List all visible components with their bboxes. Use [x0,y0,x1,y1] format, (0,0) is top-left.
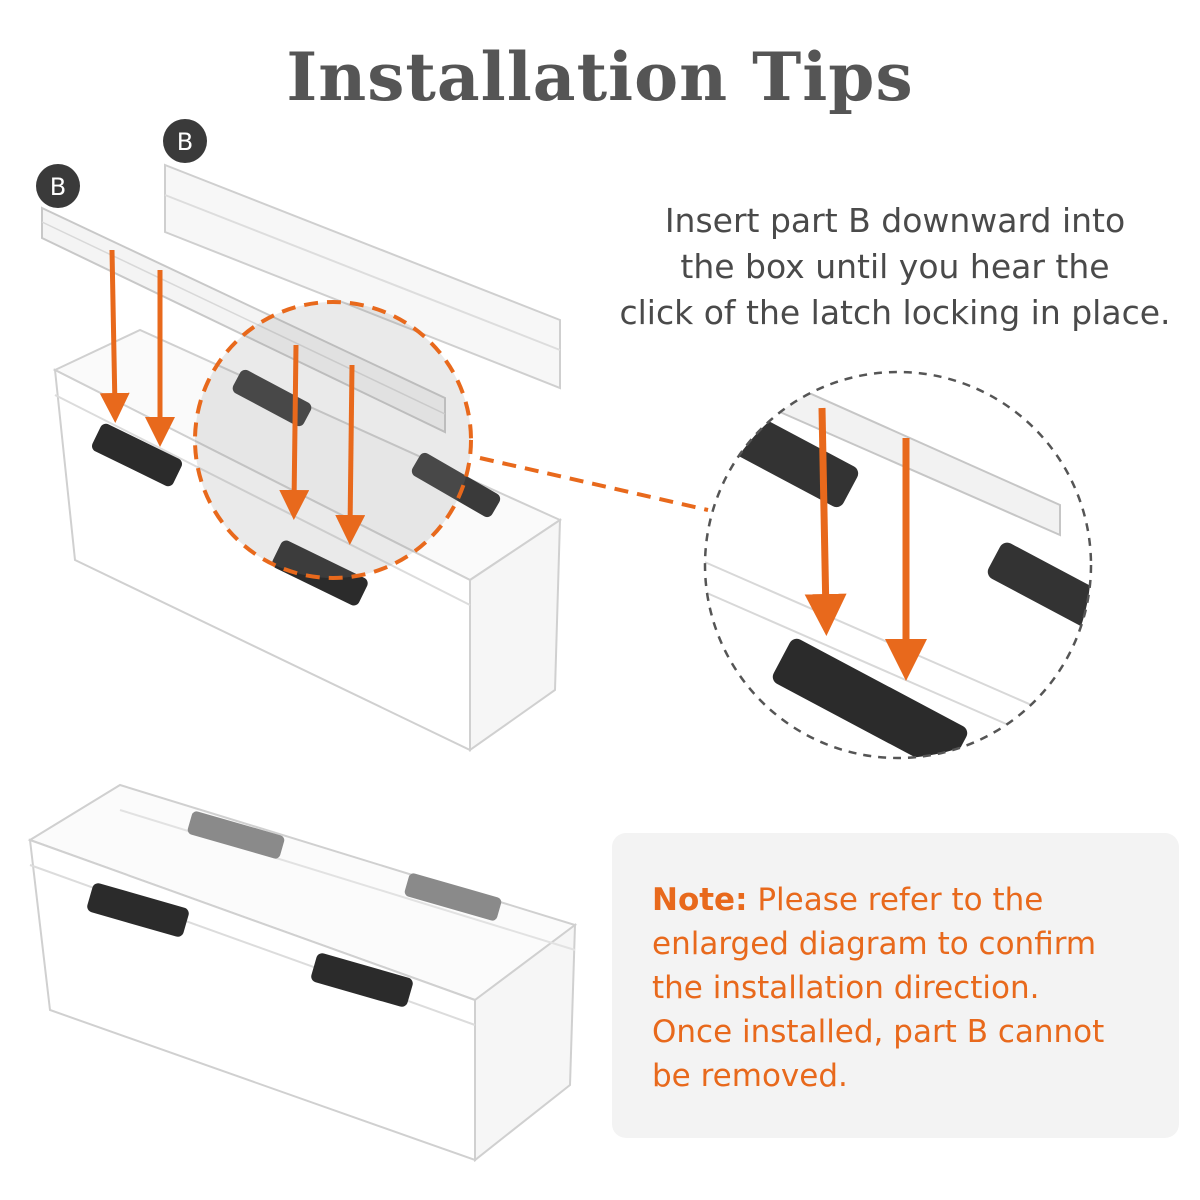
note-line: be removed. [652,1058,848,1094]
note-line: enlarged diagram to confirm [652,926,1097,962]
insert-arrows [99,249,366,545]
note-box: Note: Please refer to the enlarged diagr… [612,833,1179,1138]
instruction-line: the box until you hear the [680,247,1110,286]
latch [411,452,501,518]
latch [404,873,502,921]
note-line: Note: Please refer to the [652,878,1172,922]
note-line: Once installed, part B cannot [652,1014,1105,1050]
instruction-line: Insert part B downward into [664,201,1126,240]
part-b-badge: B [36,164,80,208]
latch [311,953,413,1007]
note-text: Note: Please refer to the enlarged diagr… [652,878,1172,1098]
part-b-badge-label: B [50,173,66,201]
instruction-text: Insert part B downward into the box unti… [600,198,1190,336]
highlight-circle [193,300,473,580]
zoom-connector [479,456,709,512]
latch [272,540,368,606]
part-b-strip-front [41,206,446,434]
note-first-line: Please refer to the [747,882,1044,918]
page-title: Installation Tips [286,38,914,116]
latch [232,369,312,427]
part-b-badge-label: B [177,128,193,156]
storage-box-installed [27,783,578,1163]
zoom-detail-circle [703,370,1093,760]
note-line: the installation direction. [652,970,1040,1006]
note-label: Note: [652,882,748,918]
instruction-line: click of the latch locking in place. [619,293,1171,332]
latch [92,423,182,487]
latch [87,883,189,937]
latch [187,811,285,859]
part-b-badge: B [163,119,207,163]
part-b-strip-back [164,163,561,390]
